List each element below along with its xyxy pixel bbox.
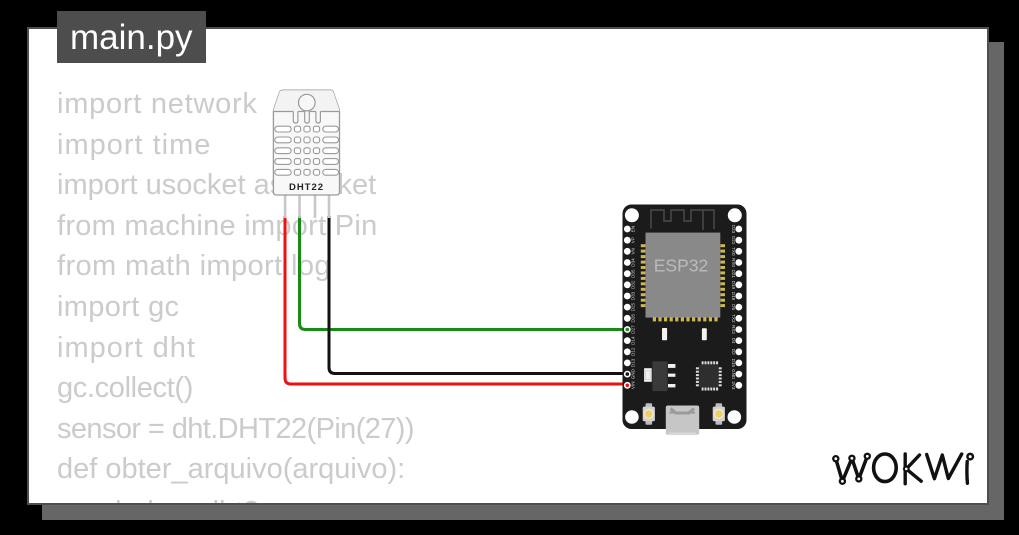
- svg-text:D34: D34: [631, 258, 636, 267]
- svg-text:EN: EN: [631, 226, 636, 232]
- svg-text:TX2: TX2: [731, 314, 736, 323]
- svg-text:D27: D27: [631, 325, 636, 334]
- svg-text:VIN: VIN: [631, 381, 636, 389]
- svg-text:D13: D13: [631, 358, 636, 367]
- svg-text:GND: GND: [631, 368, 636, 379]
- svg-text:ESP32: ESP32: [654, 256, 708, 276]
- svg-text:D35: D35: [631, 269, 636, 278]
- svg-text:D22: D22: [731, 236, 736, 245]
- svg-text:D23: D23: [731, 225, 736, 234]
- svg-text:D12: D12: [631, 347, 636, 356]
- svg-text:D25: D25: [631, 302, 636, 311]
- svg-text:D18: D18: [731, 292, 736, 301]
- svg-text:D33: D33: [631, 291, 636, 300]
- svg-text:RX2: RX2: [731, 325, 736, 334]
- svg-text:VN: VN: [631, 248, 636, 254]
- svg-text:D21: D21: [731, 269, 736, 278]
- svg-text:GND: GND: [731, 369, 736, 380]
- svg-text:D19: D19: [731, 281, 736, 290]
- svg-text:D4: D4: [731, 338, 736, 344]
- svg-text:3V3: 3V3: [731, 381, 736, 390]
- svg-text:D26: D26: [631, 314, 636, 323]
- svg-text:TX0: TX0: [731, 247, 736, 256]
- svg-text:D32: D32: [631, 280, 636, 289]
- svg-text:D5: D5: [731, 304, 736, 310]
- svg-text:RX0: RX0: [731, 258, 736, 267]
- svg-text:D14: D14: [631, 336, 636, 345]
- svg-text:D2: D2: [731, 349, 736, 355]
- svg-text:VP: VP: [631, 237, 636, 243]
- svg-text:D15: D15: [731, 359, 736, 368]
- svg-text:DHT22: DHT22: [289, 182, 324, 193]
